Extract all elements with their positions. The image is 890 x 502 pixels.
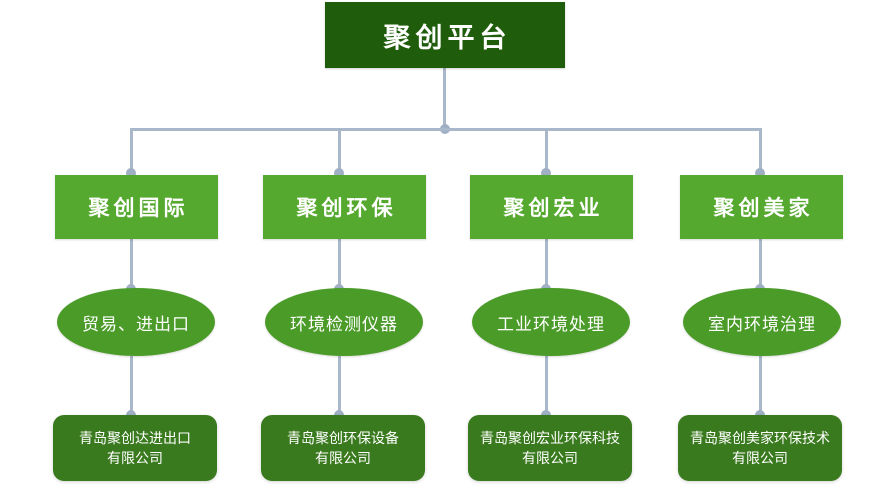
company-name-line-1: 青岛聚创达进出口 bbox=[79, 429, 191, 446]
connector-division-4-to-business-4 bbox=[759, 239, 762, 289]
company-name-line-3: 青岛聚创宏业环保科技 bbox=[480, 429, 620, 446]
business-ellipse-4[interactable]: 室内环境治理 bbox=[683, 288, 841, 356]
company-label-1: 青岛聚创达进出口 有限公司 bbox=[79, 428, 191, 469]
connector-bus-to-division-2 bbox=[338, 128, 341, 173]
connector-horizontal-bus bbox=[130, 128, 762, 131]
company-box-2[interactable]: 青岛聚创环保设备 有限公司 bbox=[261, 415, 425, 481]
connector-business-3-to-company-3 bbox=[545, 356, 548, 416]
root-node-platform[interactable]: 聚创平台 bbox=[325, 2, 565, 68]
connector-bus-to-division-1 bbox=[130, 128, 133, 173]
connector-dot-division-3 bbox=[541, 168, 551, 178]
business-ellipse-1[interactable]: 贸易、进出口 bbox=[57, 288, 215, 356]
connector-division-2-to-business-2 bbox=[338, 239, 341, 289]
connector-dot-division-2 bbox=[334, 168, 344, 178]
connector-dot-division-4 bbox=[755, 168, 765, 178]
connector-business-1-to-company-1 bbox=[130, 356, 133, 416]
company-suffix-line-4: 有限公司 bbox=[732, 450, 788, 466]
division-box-3[interactable]: 聚创宏业 bbox=[470, 175, 633, 239]
connector-bus-to-division-3 bbox=[545, 128, 548, 173]
company-suffix-line-1: 有限公司 bbox=[107, 450, 163, 466]
connector-division-1-to-business-1 bbox=[130, 239, 133, 289]
connector-business-2-to-company-2 bbox=[338, 356, 341, 416]
company-label-4: 青岛聚创美家环保技术 有限公司 bbox=[690, 428, 830, 469]
connector-business-4-to-company-4 bbox=[759, 356, 762, 416]
connector-division-3-to-business-3 bbox=[545, 239, 548, 289]
company-suffix-line-2: 有限公司 bbox=[315, 450, 371, 466]
division-box-1[interactable]: 聚创国际 bbox=[55, 175, 218, 239]
division-box-4[interactable]: 聚创美家 bbox=[680, 175, 843, 239]
company-label-2: 青岛聚创环保设备 有限公司 bbox=[287, 428, 399, 469]
company-box-3[interactable]: 青岛聚创宏业环保科技 有限公司 bbox=[468, 415, 632, 481]
company-name-line-2: 青岛聚创环保设备 bbox=[287, 429, 399, 446]
connector-root-down bbox=[443, 68, 446, 130]
company-box-4[interactable]: 青岛聚创美家环保技术 有限公司 bbox=[678, 415, 842, 481]
company-label-3: 青岛聚创宏业环保科技 有限公司 bbox=[480, 428, 620, 469]
division-box-2[interactable]: 聚创环保 bbox=[263, 175, 426, 239]
company-box-1[interactable]: 青岛聚创达进出口 有限公司 bbox=[53, 415, 217, 481]
connector-dot-division-1 bbox=[126, 168, 136, 178]
connector-bus-to-division-4 bbox=[759, 128, 762, 173]
business-ellipse-3[interactable]: 工业环境处理 bbox=[472, 288, 630, 356]
company-suffix-line-3: 有限公司 bbox=[522, 450, 578, 466]
company-name-line-4: 青岛聚创美家环保技术 bbox=[690, 429, 830, 446]
business-ellipse-2[interactable]: 环境检测仪器 bbox=[265, 288, 423, 356]
